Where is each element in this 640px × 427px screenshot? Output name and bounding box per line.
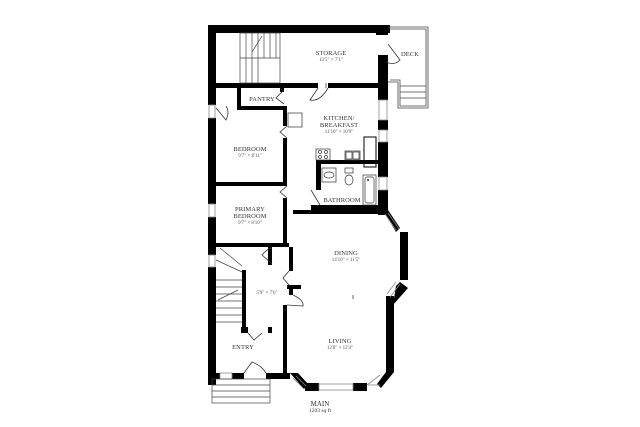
- room-label-kitchen: KITCHEN/ BREAKFAST 11'10" × 10'9": [314, 115, 364, 135]
- room-dims: 5'9" × 7'6": [256, 291, 278, 296]
- room-dims: 12'8" × 12'4": [326, 345, 354, 351]
- dimension-ticks: [262, 83, 354, 299]
- room-label-hall: 5'9" × 7'6": [256, 291, 277, 296]
- room-name: BEDROOM: [233, 146, 267, 153]
- room-label-dining: DINING 14'10" × 11'5": [331, 250, 361, 263]
- room-dims: 14'10" × 11'5": [331, 257, 361, 263]
- room-name: PANTRY: [249, 96, 275, 103]
- stairs-lower: [211, 247, 271, 404]
- room-name: ENTRY: [232, 344, 254, 351]
- floor-area: 1203 sq ft: [309, 408, 331, 414]
- room-label-deck: DECK: [400, 51, 420, 59]
- deck: [388, 26, 429, 109]
- floor-name: MAIN: [310, 400, 330, 408]
- room-label-entry: ENTRY: [232, 344, 254, 352]
- room-label-bedroom: BEDROOM 9'7" × 8'11": [233, 146, 267, 159]
- doors: [215, 43, 401, 374]
- fixtures: [287, 112, 377, 206]
- room-dims: 13'5" × 7'1": [319, 57, 343, 63]
- room-name: PRIMARY BEDROOM: [233, 206, 267, 220]
- walls: [208, 25, 408, 391]
- room-dims: 9'7" × 8'11": [238, 153, 262, 159]
- stairs-upper: [239, 32, 281, 84]
- room-name: DECK: [400, 51, 420, 58]
- room-label-storage: STORAGE 13'5" × 7'1": [315, 50, 347, 63]
- room-label-living: LIVING 12'8" × 12'4": [326, 338, 354, 351]
- windows: [208, 99, 401, 391]
- room-label-primary-bedroom: PRIMARY BEDROOM 9'7" × 8'10": [228, 206, 273, 226]
- room-dims: 11'10" × 10'9": [324, 129, 354, 135]
- room-name: BATHROOM: [323, 197, 361, 204]
- room-label-pantry: PANTRY: [249, 96, 275, 104]
- room-dims: 9'7" × 8'10": [238, 220, 262, 226]
- room-name: KITCHEN/ BREAKFAST: [319, 115, 359, 129]
- room-name: LIVING: [328, 338, 352, 345]
- room-name: DINING: [334, 250, 358, 257]
- floor-title: MAIN 1203 sq ft: [309, 400, 331, 414]
- room-name: STORAGE: [315, 50, 347, 57]
- room-label-bathroom: BATHROOM: [323, 197, 361, 205]
